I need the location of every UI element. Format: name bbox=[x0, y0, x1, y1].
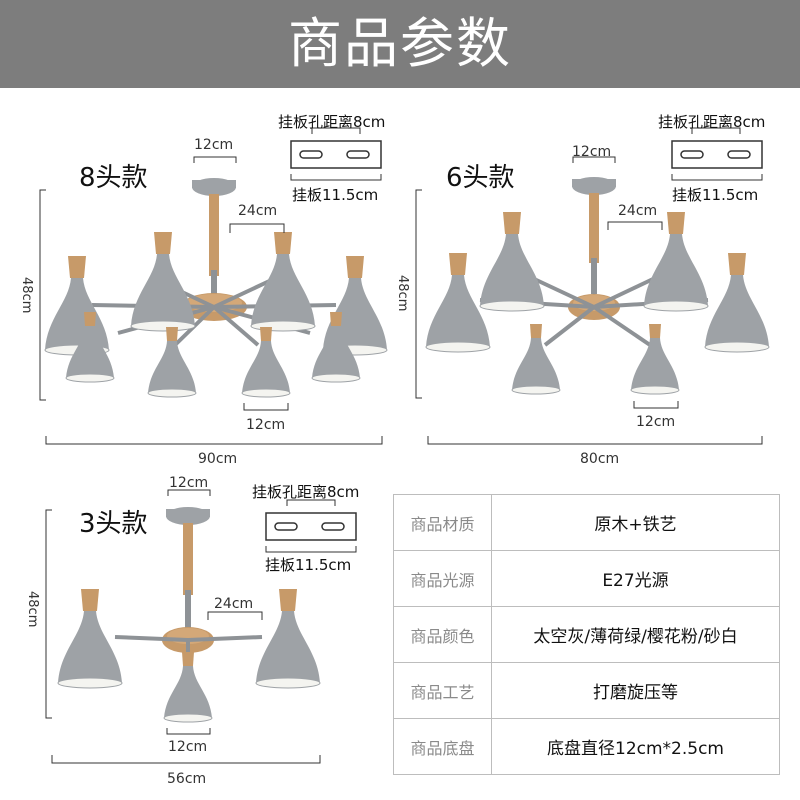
spec-row: 商品颜色 太空灰/薄荷绿/樱花粉/砂白 bbox=[393, 606, 780, 663]
variant-title-6: 6头款 bbox=[446, 163, 515, 193]
height-label-3: 48cm bbox=[25, 591, 40, 628]
spec-key: 商品材质 bbox=[393, 494, 492, 551]
width-label-8: 90cm bbox=[198, 451, 238, 467]
hole-distance-label-3: 挂板孔距离8cm bbox=[252, 483, 360, 501]
canopy-label-8: 12cm bbox=[194, 137, 234, 153]
shade-label-3: 12cm bbox=[168, 739, 208, 755]
lamp-6-head bbox=[425, 177, 770, 395]
height-label-8: 48cm bbox=[19, 277, 34, 314]
spec-row: 商品底盘 底盘直径12cm*2.5cm bbox=[393, 718, 780, 775]
spec-key: 商品光源 bbox=[393, 550, 492, 607]
height-label-6: 48cm bbox=[395, 275, 410, 312]
spec-row: 商品工艺 打磨旋压等 bbox=[393, 662, 780, 719]
spec-value: 底盘直径12cm*2.5cm bbox=[491, 718, 780, 775]
spec-value: 原木+铁艺 bbox=[491, 494, 780, 551]
canopy-label-3: 12cm bbox=[169, 475, 209, 491]
plate-width-label-8: 挂板11.5cm bbox=[292, 186, 379, 204]
hole-distance-label-8: 挂板孔距离8cm bbox=[278, 113, 386, 131]
spec-value: E27光源 bbox=[491, 550, 780, 607]
spec-key: 商品工艺 bbox=[393, 662, 492, 719]
arm-span-label-8: 24cm bbox=[238, 203, 278, 219]
plate-width-label-3: 挂板11.5cm bbox=[265, 556, 352, 574]
width-label-6: 80cm bbox=[580, 451, 620, 467]
variant-title-3: 3头款 bbox=[79, 509, 148, 539]
header-banner bbox=[0, 0, 800, 88]
canopy-label-6: 12cm bbox=[572, 144, 612, 160]
spec-key: 商品底盘 bbox=[393, 718, 492, 775]
plate-width-label-6: 挂板11.5cm bbox=[672, 186, 759, 204]
spec-row: 商品材质 原木+铁艺 bbox=[393, 494, 780, 551]
dimension-lines bbox=[39, 127, 763, 764]
spec-row: 商品光源 E27光源 bbox=[393, 550, 780, 607]
shade-label-8: 12cm bbox=[246, 417, 286, 433]
variant-title-8: 8头款 bbox=[79, 163, 148, 193]
lamp-3-head bbox=[57, 507, 321, 723]
mounting-plate-6 bbox=[671, 140, 763, 169]
spec-value: 太空灰/薄荷绿/樱花粉/砂白 bbox=[491, 606, 780, 663]
spec-key: 商品颜色 bbox=[393, 606, 492, 663]
page-title: 商品参数 bbox=[288, 12, 512, 75]
hole-distance-label-6: 挂板孔距离8cm bbox=[658, 113, 766, 131]
lamp-8-head bbox=[44, 178, 388, 398]
arm-span-label-3: 24cm bbox=[214, 596, 254, 612]
mounting-plate-8 bbox=[290, 140, 382, 169]
spec-value: 打磨旋压等 bbox=[491, 662, 780, 719]
shade-label-6: 12cm bbox=[636, 414, 676, 430]
arm-span-label-6: 24cm bbox=[618, 203, 658, 219]
mounting-plate-3 bbox=[265, 512, 357, 541]
spec-table: 商品材质 原木+铁艺 商品光源 E27光源 商品颜色 太空灰/薄荷绿/樱花粉/砂… bbox=[393, 494, 780, 775]
width-label-3: 56cm bbox=[167, 771, 207, 787]
